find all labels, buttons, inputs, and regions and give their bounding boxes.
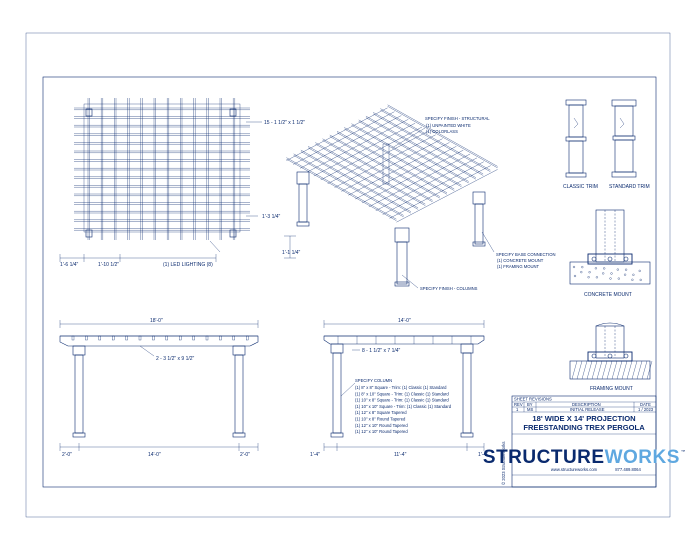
column-option: (1) 8" x 10" Square - Trim: (1) Classic … (355, 391, 449, 396)
phone-text: 877.489.8064 (615, 467, 641, 472)
side-right-dim: 1'-4" (478, 452, 488, 458)
base-option-framing: (1) FRAMING MOUNT (497, 264, 540, 269)
trim-details (565, 99, 637, 178)
plan-view (59, 98, 296, 262)
framing-mount-label: FRAMING MOUNT (590, 386, 633, 392)
rev-value: 1 (516, 407, 519, 412)
brand-logo: STRUCTUREWORKS™ (483, 447, 685, 468)
finish-structural-title: SPECIFY FINISH - STRUCTURAL (425, 116, 490, 121)
concrete-mount-label: CONCRETE MOUNT (584, 292, 632, 298)
copyright-text: © 2023 StructureWorks (501, 441, 506, 485)
column-option: (1) 10" x 8" Round Tapered (355, 417, 406, 422)
column-option: (1) 10" x 8" Square - Trim: (1) Classic … (355, 398, 449, 403)
column-option: (1) 12" x 10" Round Tapered (355, 429, 408, 434)
column-option: (1) 12" x 8" Square Tapered (355, 410, 407, 415)
column-option: (1) 12" x 10" Round Tapered (355, 423, 408, 428)
framing-mount-detail (569, 322, 653, 380)
column-options-list: (1) 8" x 8" Square - Trim: (1) Classic (… (355, 385, 452, 434)
side-elevation (323, 320, 485, 451)
plan-spacing-note: (1) LED LIGHTING (8) (163, 262, 213, 268)
front-elevation (59, 320, 259, 451)
column-option: (1) 10" x 10" Square - Trim: (1) Classic… (355, 404, 452, 409)
by-value: MS (527, 407, 533, 412)
finish-columns-note: SPECIFY FINISH - COLUMNS (420, 286, 478, 291)
finish-option-unpainted: (1) UNPAINTED WHITE (426, 123, 471, 128)
drawing-border (42, 76, 657, 488)
rev-col-header: REV (514, 402, 523, 407)
date-col-header: DATE (640, 402, 651, 407)
date-value: 1 / 2023 (638, 407, 654, 412)
plan-span-dim: 1'-10 1/2" (98, 262, 119, 268)
front-mid-dim: 14'-0" (148, 452, 161, 458)
plan-overhang-dim-2: 1'-1 1/4" (282, 250, 301, 256)
side-rafter-note: 8 - 1 1/2" x 7 1/4" (362, 348, 401, 354)
plan-rafter-note: 15 - 1 1/2" x 1 1/2" (264, 120, 305, 126)
website-text: www.structureworks.com (551, 467, 598, 472)
column-spec-title: SPECIFY COLUMN (355, 378, 392, 383)
revision-header: SHEET REVISIONS (514, 397, 552, 402)
by-col-header: BY (527, 402, 533, 407)
description-value: INITIAL RELEASE (570, 407, 605, 412)
isometric-view (286, 104, 498, 289)
base-option-concrete: (1) CONCRETE MOUNT (497, 258, 544, 263)
column-option: (1) 8" x 8" Square - Trim: (1) Classic (… (355, 385, 447, 390)
base-connection-title: SPECIFY BASE CONNECTION (496, 252, 556, 257)
title-block (511, 395, 657, 488)
drawing-title-line-2: FREESTANDING TREX PERGOLA (523, 423, 645, 432)
side-mid-dim: 11'-4" (394, 452, 407, 458)
description-col-header: DESCRIPTION (572, 402, 601, 407)
side-left-dim: 1'-4" (310, 452, 320, 458)
front-right-dim: 2'-0" (240, 452, 250, 458)
finish-option-color: (1) COLORLASS (426, 129, 458, 134)
front-left-dim: 2'-0" (62, 452, 72, 458)
front-beam-note: 2 - 3 1/2" x 9 1/2" (156, 356, 195, 362)
outer-border (25, 32, 671, 518)
drawing-title-line-1: 18' WIDE X 14' PROJECTION (532, 414, 635, 423)
plan-overhang-dim: 1'-3 1/4" (262, 214, 281, 220)
concrete-mount-detail (569, 209, 651, 285)
standard-trim-label: STANDARD TRIM (609, 184, 650, 190)
classic-trim-label: CLASSIC TRIM (563, 184, 598, 190)
side-overall-dim: 14'-0" (398, 318, 411, 324)
plan-left-dim: 1'-6 1/4" (60, 262, 79, 268)
front-overall-dim: 18'-0" (150, 318, 163, 324)
